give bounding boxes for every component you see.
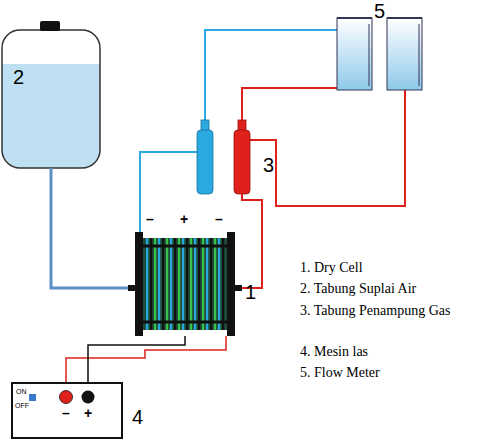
- legend-item: 5. Flow Meter: [300, 365, 380, 380]
- legend-item: 2. Tabung Suplai Air: [300, 281, 416, 296]
- callout-number: 1: [245, 281, 256, 303]
- gas-bottle: [197, 120, 250, 194]
- water-tank: [0, 21, 104, 174]
- switch-label: ON: [16, 388, 27, 396]
- water-pipe: [51, 168, 130, 288]
- welder-wire-red: [66, 336, 226, 390]
- callout-number: 5: [374, 0, 385, 22]
- gas-pipe-red: [240, 194, 262, 288]
- welder-wire-black: [88, 336, 185, 390]
- gas-pipe-blue: [140, 152, 198, 232]
- flow-meter: [337, 18, 422, 90]
- polarity-sign: –: [62, 406, 70, 421]
- polarity-sign: +: [84, 406, 92, 421]
- welding-machine: [12, 383, 122, 438]
- polarity-sign: +: [180, 212, 188, 227]
- legend-item: 3. Tabung Penampung Gas: [300, 302, 467, 320]
- callout-number: 2: [13, 66, 24, 88]
- callout-number: 4: [132, 406, 143, 428]
- dry-cell: [128, 232, 242, 336]
- callout-number: 3: [263, 154, 274, 176]
- legend-item: 1. Dry Cell: [300, 260, 363, 275]
- switch-label: OFF: [15, 402, 29, 410]
- gas-pipe-blue: [205, 30, 355, 122]
- legend-item: 4. Mesin las: [300, 344, 368, 359]
- polarity-sign: –: [146, 212, 154, 227]
- polarity-sign: –: [215, 212, 223, 227]
- gas-pipe-red: [250, 60, 405, 206]
